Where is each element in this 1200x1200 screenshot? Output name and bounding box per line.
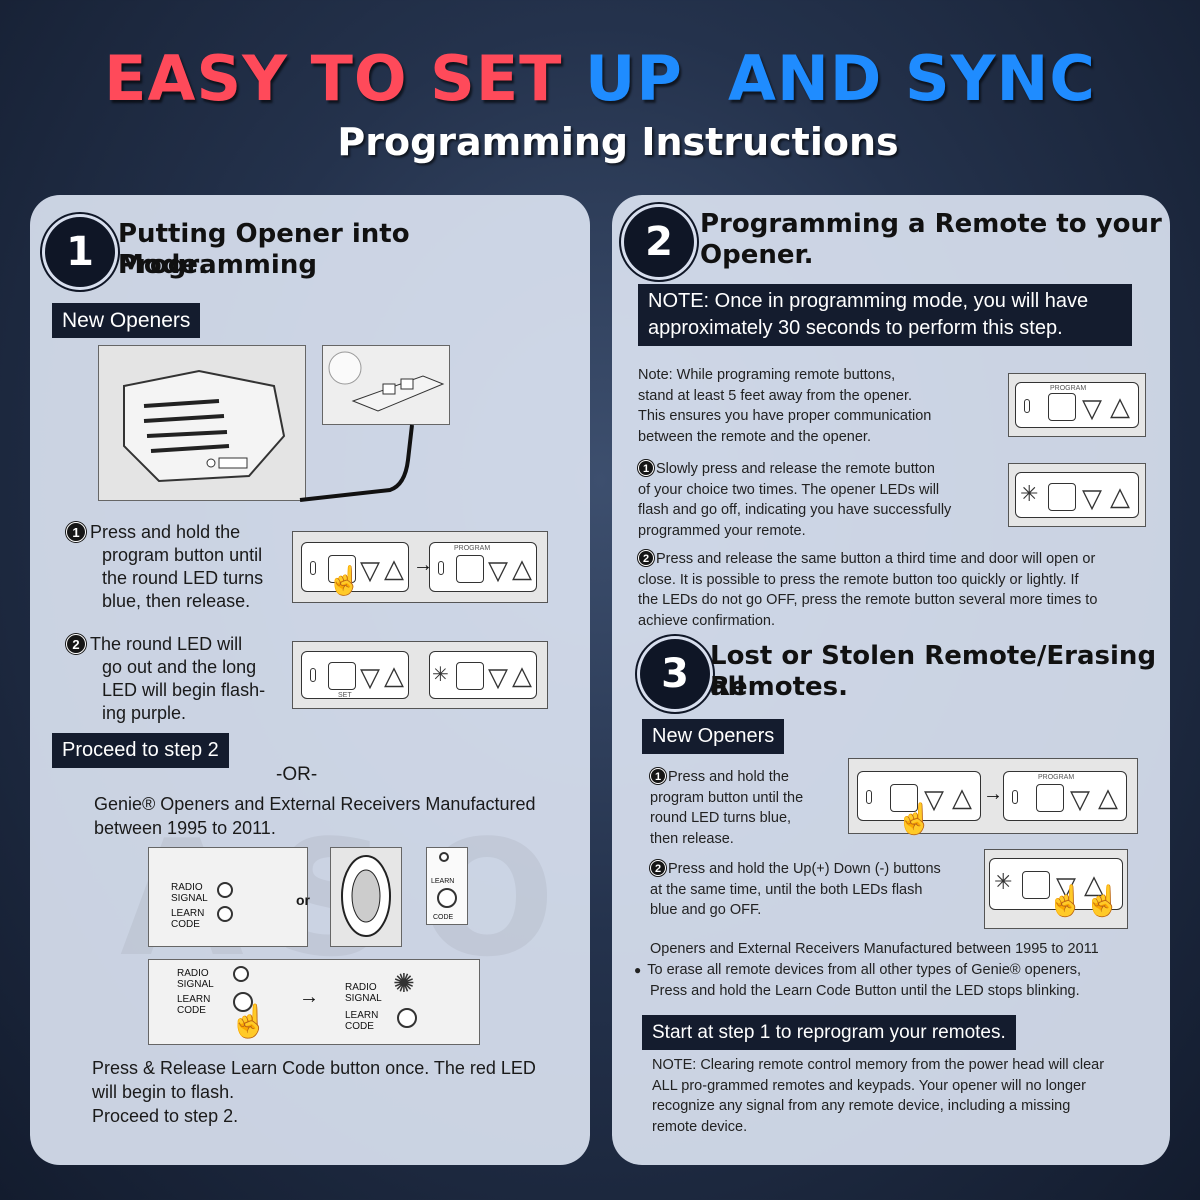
learn-code-closeup: LEARN CODE: [426, 847, 468, 925]
distance-note: Note: While programing remote buttons, s…: [638, 367, 932, 445]
subtitle: Programming Instructions: [337, 120, 899, 164]
item-number-badge: 1: [66, 522, 86, 542]
step2-3-panel: 2 Programming a Remote to your Opener. N…: [612, 195, 1170, 1165]
opener-button-closeup: [322, 345, 450, 425]
final-instruction-line3: Proceed to step 2.: [92, 1106, 239, 1126]
flashing-led-icon: ✳: [994, 869, 1013, 894]
item-number-badge: 2: [66, 634, 86, 654]
step2-badge: 2: [624, 207, 694, 277]
down-arrow-icon: ▽: [1070, 784, 1090, 814]
item-number-badge: 2: [650, 860, 666, 876]
receiver-unit-illustration: [330, 847, 402, 947]
step3-badge: 3: [640, 639, 710, 709]
down-arrow-icon: ▽: [360, 662, 380, 692]
final-instruction-line1: Press & Release Learn Code button once. …: [92, 1058, 536, 1078]
down-arrow-icon: ▽: [488, 555, 508, 585]
up-arrow-icon: △: [384, 553, 404, 583]
zoom-connector: [299, 424, 414, 502]
flashing-led-icon: ✺: [393, 968, 415, 998]
up-arrow-icon: △: [1110, 391, 1130, 421]
down-arrow-icon: ▽: [488, 662, 508, 692]
step1-title-line2: Mode.: [118, 250, 208, 280]
down-arrow-icon: ▽: [1082, 483, 1102, 513]
item-number-badge: 2: [638, 550, 654, 566]
receiver-icon: [341, 855, 391, 937]
flashing-led-icon: ✳: [1020, 481, 1039, 506]
up-arrow-icon: △: [512, 660, 532, 690]
down-arrow-icon: ▽: [924, 784, 944, 814]
program-button: [328, 555, 356, 583]
older-openers-line3: Press and hold the Learn Code Button unt…: [650, 983, 1080, 999]
step1-badge: 1: [45, 217, 115, 287]
up-arrow-icon: △: [952, 782, 972, 812]
button-closeup-icon: [328, 351, 445, 412]
down-arrow-icon: ▽: [1056, 871, 1076, 901]
two-hands-icon: ☝☝: [1047, 885, 1122, 918]
step1-title-line1: Putting Opener into Programming: [118, 219, 410, 280]
receiver-panel-illustration: RADIO SIGNAL LEARN CODE: [148, 847, 308, 947]
hand-pointer-icon: ☝: [327, 565, 362, 596]
clearing-memory-note: NOTE: Clearing remote control memory fro…: [652, 1057, 1105, 1135]
proceed-to-step2-label: Proceed to step 2: [52, 733, 229, 768]
down-arrow-icon: ▽: [1082, 393, 1102, 423]
up-arrow-icon: △: [1110, 481, 1130, 511]
arrow-right-icon: →: [413, 554, 433, 576]
opener-illustration: [98, 345, 306, 501]
down-arrow-icon: ▽: [360, 555, 380, 585]
arrow-right-icon: →: [299, 986, 319, 1008]
item-number-badge: 1: [650, 768, 666, 784]
remote-diagram-press: ▽ △ → PROGRAM ▽ △ ☝: [292, 531, 548, 603]
step2-title-line1: Programming a Remote to your: [700, 209, 1162, 239]
bullet-icon: ●: [634, 963, 642, 977]
step3-remote-press: ▽ △ ☝ → PROGRAM ▽ △: [848, 758, 1138, 836]
up-arrow-icon: △: [1084, 869, 1104, 899]
up-arrow-icon: △: [1098, 782, 1118, 812]
learn-code-press-diagram: RADIO SIGNAL LEARN CODE ☝ → RADIO SIGNAL…: [148, 959, 480, 1045]
or-small: or: [296, 892, 310, 908]
reprogram-label: Start at step 1 to reprogram your remote…: [642, 1015, 1016, 1050]
older-openers-line1: Openers and External Receivers Manufactu…: [650, 941, 1099, 957]
step3-new-openers-label: New Openers: [642, 719, 785, 754]
arrow-right-icon: →: [983, 783, 1003, 805]
new-openers-label: New Openers: [52, 303, 201, 338]
genie-openers-line2: between 1995 to 2011.: [94, 818, 276, 838]
remote-diagram-flashing: ✳ ▽ △: [1008, 463, 1146, 527]
genie-openers-line1: Genie® Openers and External Receivers Ma…: [94, 794, 536, 814]
remote-diagram-basic: PROGRAM ▽ △: [1008, 373, 1146, 437]
hand-pointer-icon: ☝: [229, 1003, 269, 1039]
or-divider: -OR-: [276, 764, 318, 785]
programming-note: NOTE: Once in programming mode, you will…: [638, 284, 1132, 346]
item-number-badge: 1: [638, 460, 654, 476]
opener-icon: [123, 369, 286, 483]
hand-pointer-icon: ☝: [896, 803, 934, 836]
step3-remote-updown: ✳ ▽ △ ☝☝: [984, 849, 1128, 929]
main-title: EASY TO SET UP AND SYNC: [104, 42, 1096, 115]
up-arrow-icon: △: [384, 660, 404, 690]
step3-title-line2: Remotes.: [710, 672, 849, 702]
step1-panel: ASONPAO 1 Putting Opener into Programmin…: [30, 195, 590, 1165]
step3-title-line1: Lost or Stolen Remote/Erasing all: [710, 641, 1157, 702]
flashing-led-icon: ✳: [432, 664, 449, 686]
up-arrow-icon: △: [512, 553, 532, 583]
remote-diagram-flash: SET ▽ △ ✳ ▽ △: [292, 641, 548, 709]
final-instruction-line2: will begin to flash.: [92, 1082, 235, 1102]
older-openers-bullet: ●To erase all remote devices from all ot…: [634, 962, 1082, 978]
step2-title-line2: Opener.: [700, 240, 814, 270]
